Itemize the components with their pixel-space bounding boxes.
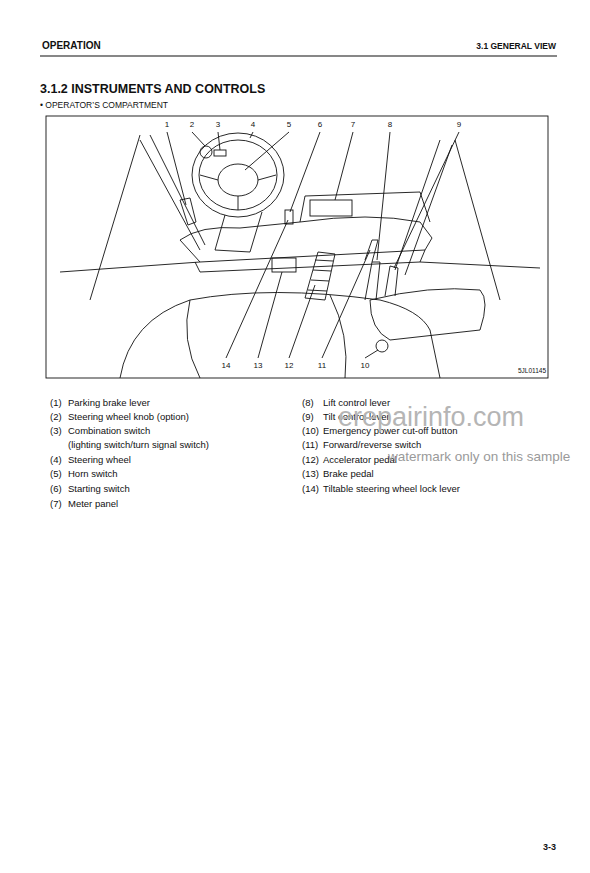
callout-number: 1 <box>165 120 169 129</box>
parking-brake-lever <box>180 198 196 225</box>
leader-lines <box>226 220 378 358</box>
left-pillar <box>90 135 205 300</box>
item-number: (10) <box>302 426 319 437</box>
armrest <box>370 289 485 340</box>
wheel-spokes <box>200 175 276 210</box>
callout-number: 3 <box>216 120 220 129</box>
page-header: 3.1 GENERAL VIEW <box>476 42 556 52</box>
item-text: Steering wheel <box>68 455 131 466</box>
brake-pedal <box>272 258 296 272</box>
item-text: (lighting switch/turn signal switch) <box>68 440 209 451</box>
page-header: OPERATION <box>42 40 101 52</box>
item-number: (7) <box>50 499 62 510</box>
page-number: 3-3 <box>543 842 556 852</box>
wheel-knob <box>200 146 212 158</box>
callout-number: 4 <box>251 120 255 129</box>
callout-number: 10 <box>361 361 370 370</box>
tilt-lock-lever <box>285 210 293 224</box>
section-title: 3.1.2 INSTRUMENTS AND CONTROLS <box>40 82 265 96</box>
pedal-ridges <box>308 260 333 291</box>
callout-number: 9 <box>457 120 461 129</box>
dashboard-lower <box>195 250 425 272</box>
item-number: (14) <box>302 484 319 495</box>
item-number: (2) <box>50 412 62 423</box>
item-text: Horn switch <box>68 469 118 480</box>
item-text: Starting switch <box>68 484 130 495</box>
steering-wheel <box>192 133 284 217</box>
callout-number: 14 <box>222 361 231 370</box>
watermark: erepairinfo.com <box>338 402 524 433</box>
item-text: Meter panel <box>68 499 118 510</box>
item-number: (5) <box>50 469 62 480</box>
callout-number: 2 <box>190 120 194 129</box>
picture-frame <box>46 116 548 378</box>
callout-number: 8 <box>388 120 392 129</box>
meter-hood <box>300 192 430 222</box>
item-text: Brake pedal <box>323 469 374 480</box>
steering-wheel-inner <box>199 140 277 210</box>
combination-switch <box>214 150 226 156</box>
callout-number: 11 <box>318 361 326 370</box>
item-number: (11) <box>302 440 318 451</box>
seat-lines <box>187 295 346 378</box>
item-number: (9) <box>302 412 314 423</box>
subheading: • OPERATOR’S COMPARTMENT <box>40 101 168 111</box>
item-number: (13) <box>302 469 319 480</box>
item-text: Accelerator pedal <box>323 455 397 466</box>
item-text: Parking brake lever <box>68 398 150 409</box>
item-number: (4) <box>50 455 62 466</box>
figure-code: 5JL01145 <box>518 367 546 374</box>
item-number: (12) <box>302 455 319 466</box>
callout-number: 13 <box>254 361 263 370</box>
seat <box>120 293 440 379</box>
callout-number: 7 <box>351 120 355 129</box>
accelerator-pedal <box>305 252 335 300</box>
item-text: Combination switch <box>68 426 150 437</box>
callout-number: 12 <box>285 361 294 370</box>
item-number: (6) <box>50 484 62 495</box>
fr-switch <box>365 240 378 262</box>
item-number: (1) <box>50 398 62 409</box>
callout-number: 6 <box>318 120 322 129</box>
header-rule <box>40 55 557 56</box>
watermark: watermark only on this sample <box>388 449 570 465</box>
meter-panel <box>310 200 352 216</box>
callout-number: 5 <box>287 120 291 129</box>
item-text: Steering wheel knob (option) <box>68 412 189 423</box>
floor <box>60 262 540 272</box>
item-number: (3) <box>50 426 62 437</box>
item-number: (8) <box>302 398 314 409</box>
steering-column <box>215 212 262 252</box>
leader-lines <box>167 132 459 268</box>
horn-pad <box>218 164 258 196</box>
control-levers <box>365 262 398 300</box>
item-text: Tiltable steering wheel lock lever <box>323 484 460 495</box>
